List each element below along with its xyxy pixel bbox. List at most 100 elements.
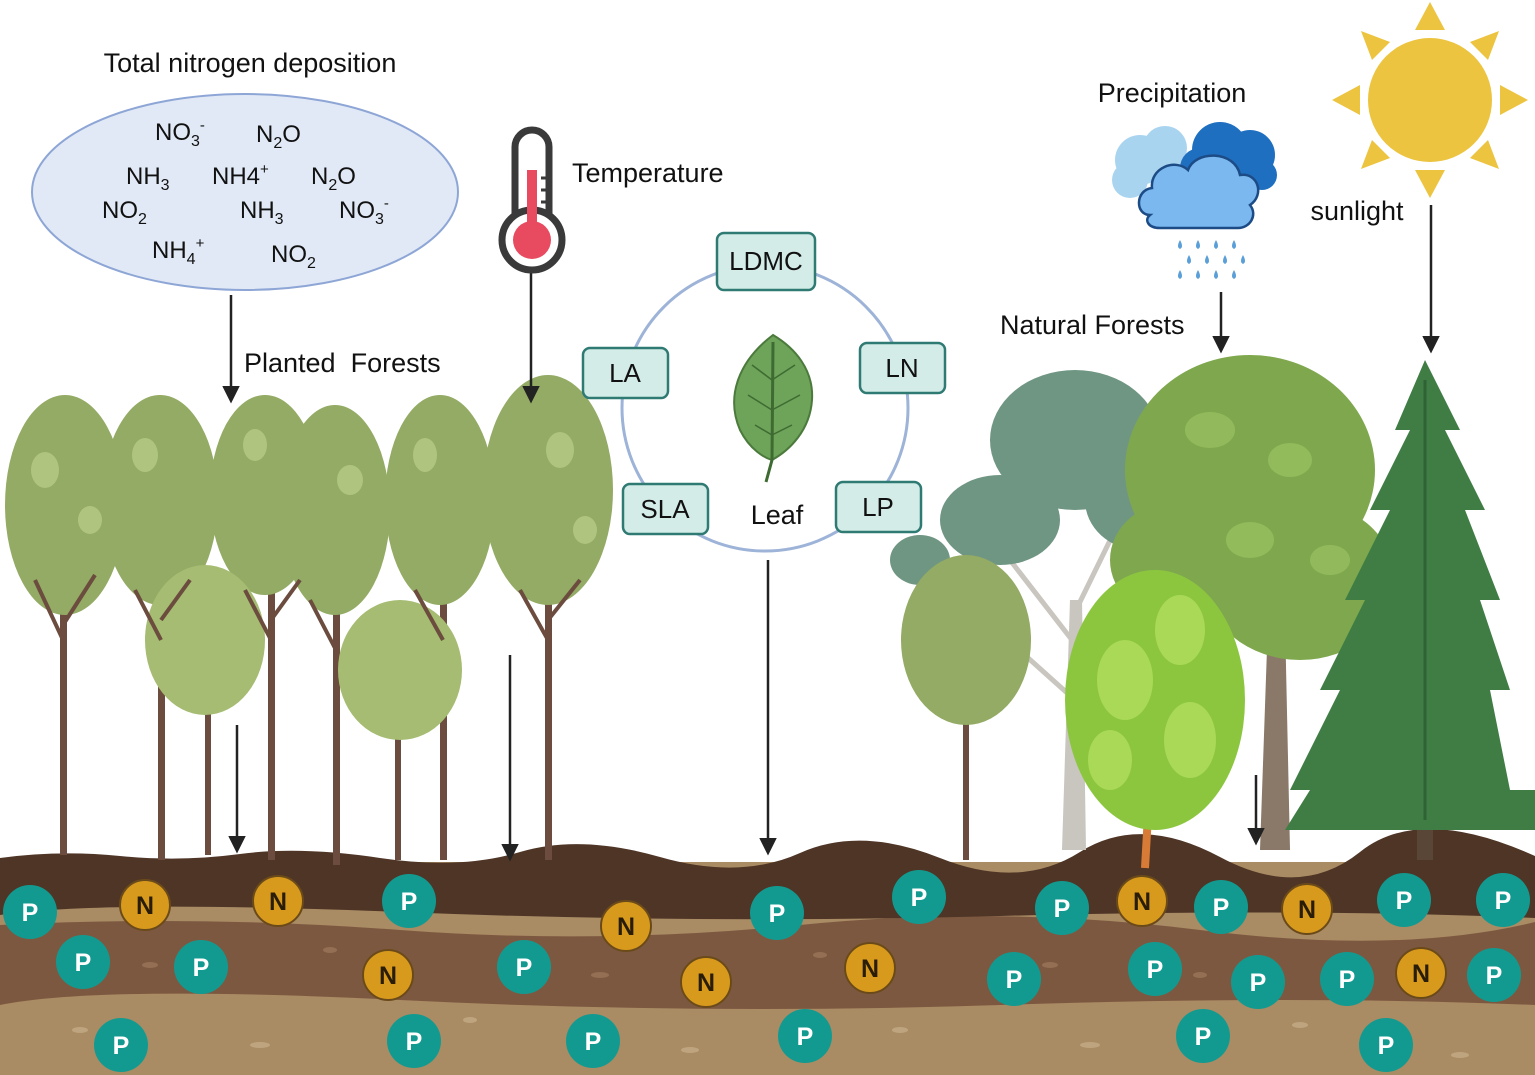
compound-subscript: 2 bbox=[307, 255, 316, 272]
nitrogen-label: N bbox=[697, 969, 715, 997]
compound-superscript: + bbox=[196, 235, 205, 252]
phosphorus-particle: P bbox=[94, 1018, 148, 1072]
phosphorus-label: P bbox=[1396, 887, 1413, 915]
compound-subscript: 3 bbox=[161, 177, 170, 194]
trait-sla-label: SLA bbox=[640, 494, 690, 524]
phosphorus-particle: P bbox=[1194, 880, 1248, 934]
phosphorus-label: P bbox=[22, 899, 39, 927]
compound-tail: O bbox=[282, 121, 301, 148]
trait-ldmc: LDMC bbox=[715, 231, 817, 292]
phosphorus-particle: P bbox=[1231, 955, 1285, 1009]
phosphorus-particle: P bbox=[382, 874, 436, 928]
rain-cloud-icon bbox=[1112, 122, 1277, 279]
compound-superscript: - bbox=[384, 195, 389, 212]
phosphorus-label: P bbox=[769, 900, 786, 928]
compound-subscript: 3 bbox=[375, 211, 384, 228]
nitrogen-label: N bbox=[269, 888, 287, 916]
nitrogen-compound: NO3- bbox=[339, 195, 389, 228]
sunlight-label: sunlight bbox=[1310, 196, 1404, 226]
nitrogen-compound: NO2 bbox=[102, 197, 147, 228]
nitrogen-label: N bbox=[379, 962, 397, 990]
phosphorus-particle: P bbox=[987, 952, 1041, 1006]
soil bbox=[0, 828, 1535, 1075]
compound-base: NO bbox=[155, 119, 191, 146]
natural-forest bbox=[890, 355, 1535, 869]
compound-subscript: 2 bbox=[273, 135, 282, 152]
trait-lp-label: LP bbox=[862, 492, 894, 522]
phosphorus-particle: P bbox=[566, 1014, 620, 1068]
phosphorus-label: P bbox=[797, 1023, 814, 1051]
nitrogen-compound: N2O bbox=[311, 163, 356, 194]
leaf-icon bbox=[733, 333, 814, 483]
nitrogen-label: N bbox=[136, 892, 154, 920]
phosphorus-particle: P bbox=[497, 940, 551, 994]
phosphorus-label: P bbox=[585, 1028, 602, 1056]
flow-arrows bbox=[222, 205, 1440, 862]
phosphorus-label: P bbox=[75, 949, 92, 977]
nitrogen-compound: NH3 bbox=[240, 197, 284, 228]
compound-subscript: 3 bbox=[191, 133, 200, 150]
phosphorus-label: P bbox=[516, 954, 533, 982]
compound-base: NH4 bbox=[212, 163, 260, 190]
trait-lp: LP bbox=[834, 480, 923, 534]
nitrogen-label: N bbox=[1412, 960, 1430, 988]
nitrogen-compound: NH4+ bbox=[152, 235, 205, 268]
phosphorus-particle: P bbox=[1359, 1018, 1413, 1072]
natural-forests-label: Natural Forests bbox=[1000, 310, 1185, 340]
compound-subscript: 3 bbox=[275, 211, 284, 228]
phosphorus-label: P bbox=[1250, 969, 1267, 997]
compound-base: N bbox=[256, 121, 273, 148]
nitrogen-compound: NO3- bbox=[155, 117, 205, 150]
nitrogen-particle: N bbox=[252, 875, 304, 927]
phosphorus-particle: P bbox=[1128, 942, 1182, 996]
phosphorus-label: P bbox=[1339, 966, 1356, 994]
compound-superscript: + bbox=[260, 161, 269, 178]
compound-subscript: 2 bbox=[138, 211, 147, 228]
phosphorus-particle: P bbox=[1476, 873, 1530, 927]
phosphorus-label: P bbox=[1195, 1023, 1212, 1051]
compound-tail: O bbox=[337, 163, 356, 190]
phosphorus-particle: P bbox=[56, 935, 110, 989]
nitrogen-particle: N bbox=[680, 956, 732, 1008]
nitrogen-particle: N bbox=[600, 900, 652, 952]
nitrogen-particle: N bbox=[844, 942, 896, 994]
trait-ldmc-label: LDMC bbox=[729, 246, 803, 276]
nitrogen-particle: N bbox=[1395, 947, 1447, 999]
precipitation-label: Precipitation bbox=[1098, 78, 1247, 108]
phosphorus-particle: P bbox=[1035, 881, 1089, 935]
phosphorus-label: P bbox=[1486, 962, 1503, 990]
phosphorus-particle: P bbox=[778, 1009, 832, 1063]
compound-base: NO bbox=[102, 197, 138, 224]
nitrogen-particle: N bbox=[362, 949, 414, 1001]
trait-sla: SLA bbox=[621, 482, 710, 536]
compound-base: NO bbox=[339, 197, 375, 224]
nitrogen-compound: NH4+ bbox=[212, 161, 269, 190]
phosphorus-particle: P bbox=[750, 886, 804, 940]
trait-ln-label: LN bbox=[885, 353, 918, 383]
phosphorus-label: P bbox=[113, 1032, 130, 1060]
planted-forests-label: Planted Forests bbox=[244, 348, 441, 378]
nitrogen-compound: N2O bbox=[256, 121, 301, 152]
nitrogen-particle: N bbox=[1116, 875, 1168, 927]
nitrogen-particle: N bbox=[1281, 883, 1333, 935]
nitrogen-compound: NH3 bbox=[126, 163, 170, 194]
phosphorus-label: P bbox=[401, 888, 418, 916]
nitrogen-particle: N bbox=[119, 879, 171, 931]
leaf-label: Leaf bbox=[751, 500, 804, 530]
phosphorus-label: P bbox=[1495, 887, 1512, 915]
temperature-label: Temperature bbox=[572, 158, 724, 188]
nitrogen-label: N bbox=[1133, 888, 1151, 916]
compound-base: NO bbox=[271, 241, 307, 268]
phosphorus-label: P bbox=[1054, 895, 1071, 923]
sun-icon bbox=[1332, 2, 1528, 198]
compound-superscript: - bbox=[200, 117, 205, 134]
compound-base: NH bbox=[240, 197, 275, 224]
phosphorus-particle: P bbox=[1377, 873, 1431, 927]
planted-forest bbox=[5, 375, 613, 865]
nitrogen-label: N bbox=[617, 913, 635, 941]
trait-ln: LN bbox=[858, 341, 947, 395]
compound-base: NH bbox=[152, 237, 187, 264]
phosphorus-particle: P bbox=[1320, 952, 1374, 1006]
